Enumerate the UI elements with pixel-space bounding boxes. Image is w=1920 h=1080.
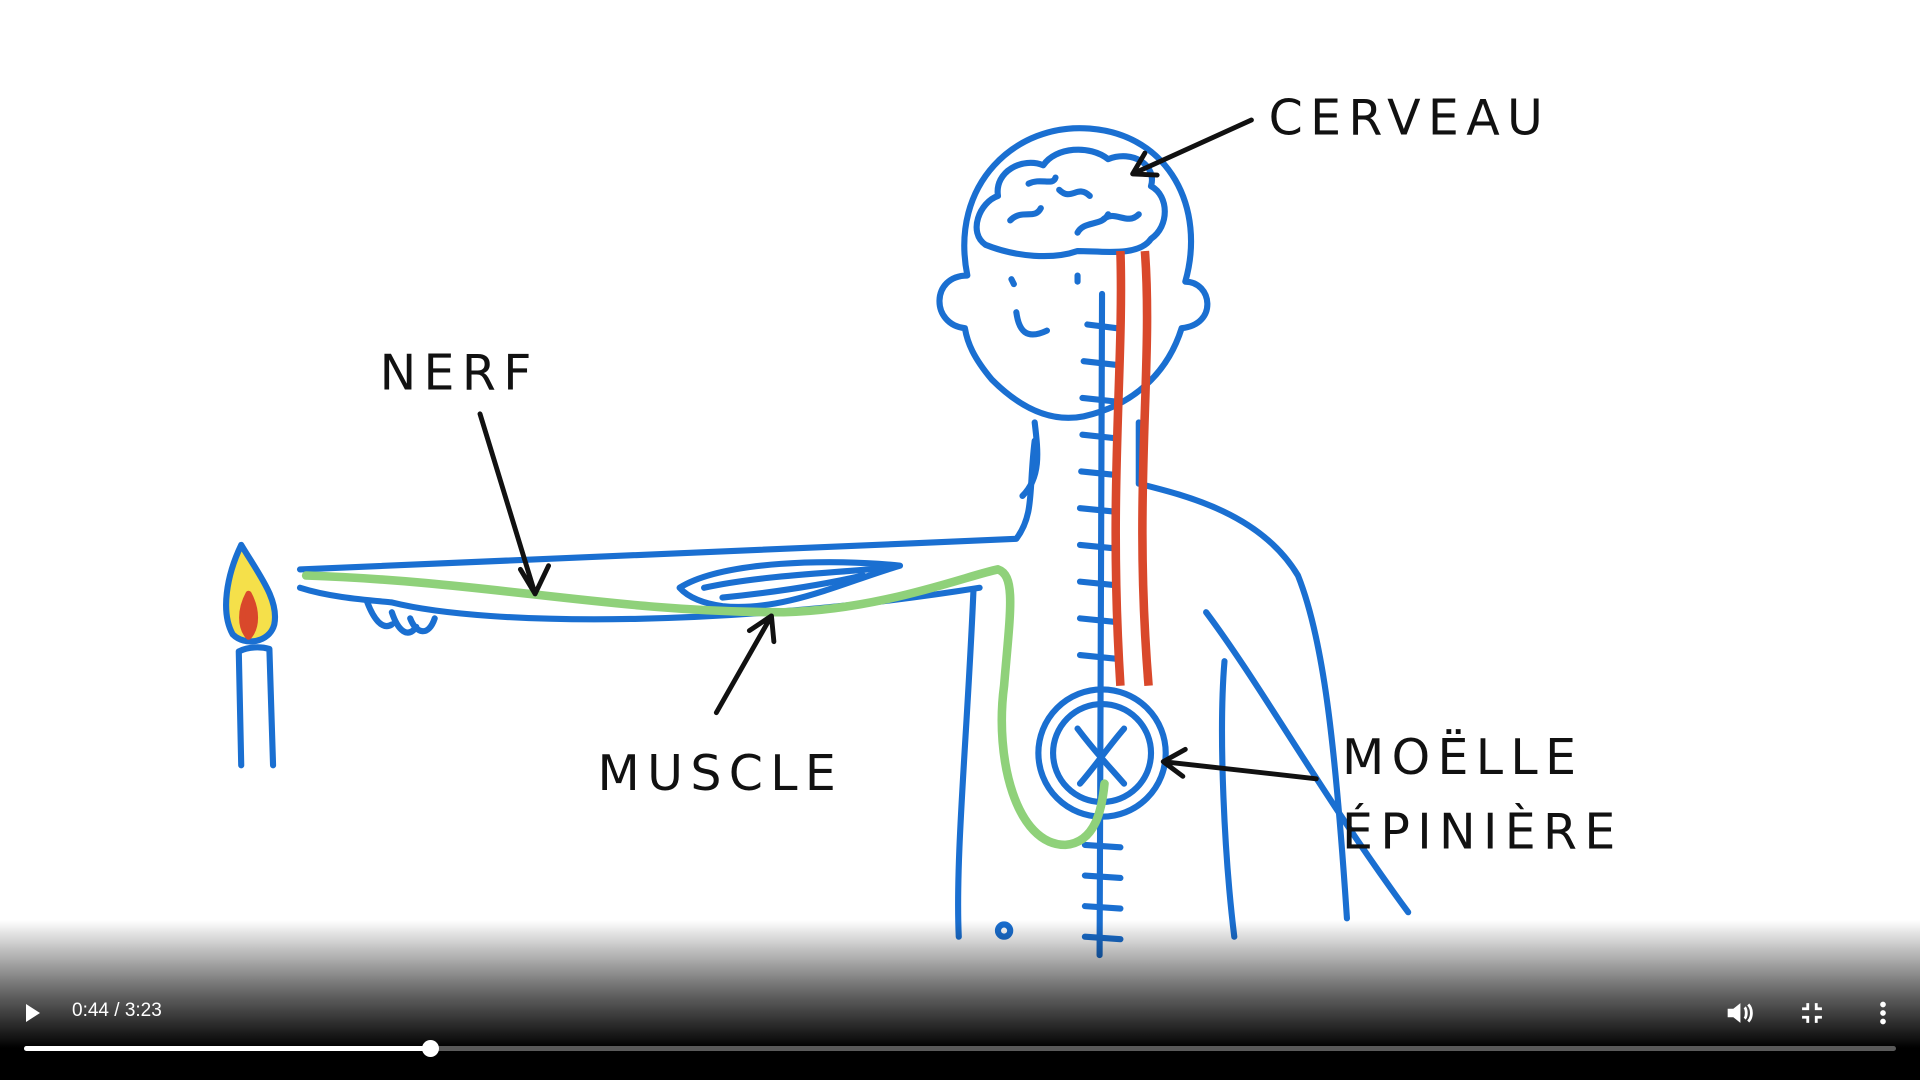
volume-icon[interactable] — [1722, 996, 1756, 1030]
play-icon[interactable] — [26, 1004, 40, 1022]
label-cerveau: CERVEAU — [1269, 90, 1551, 147]
exit-fullscreen-icon[interactable] — [1795, 996, 1829, 1030]
video-controls: 0:44 / 3:23 — [0, 920, 1920, 1080]
label-moelle: MOËLLE — [1342, 728, 1583, 786]
candle — [223, 541, 279, 769]
more-options-icon[interactable] — [1866, 996, 1900, 1030]
progress-bar[interactable] — [24, 1040, 1896, 1057]
label-nerf: NERF — [380, 344, 539, 401]
time-display: 0:44 / 3:23 — [72, 1000, 162, 1021]
progress-fill — [24, 1046, 431, 1051]
progress-thumb[interactable] — [422, 1040, 440, 1057]
label-muscle: MUSCLE — [598, 745, 844, 802]
label-epiniere: ÉPINIÈRE — [1342, 802, 1623, 861]
muscle-shape — [676, 559, 904, 610]
